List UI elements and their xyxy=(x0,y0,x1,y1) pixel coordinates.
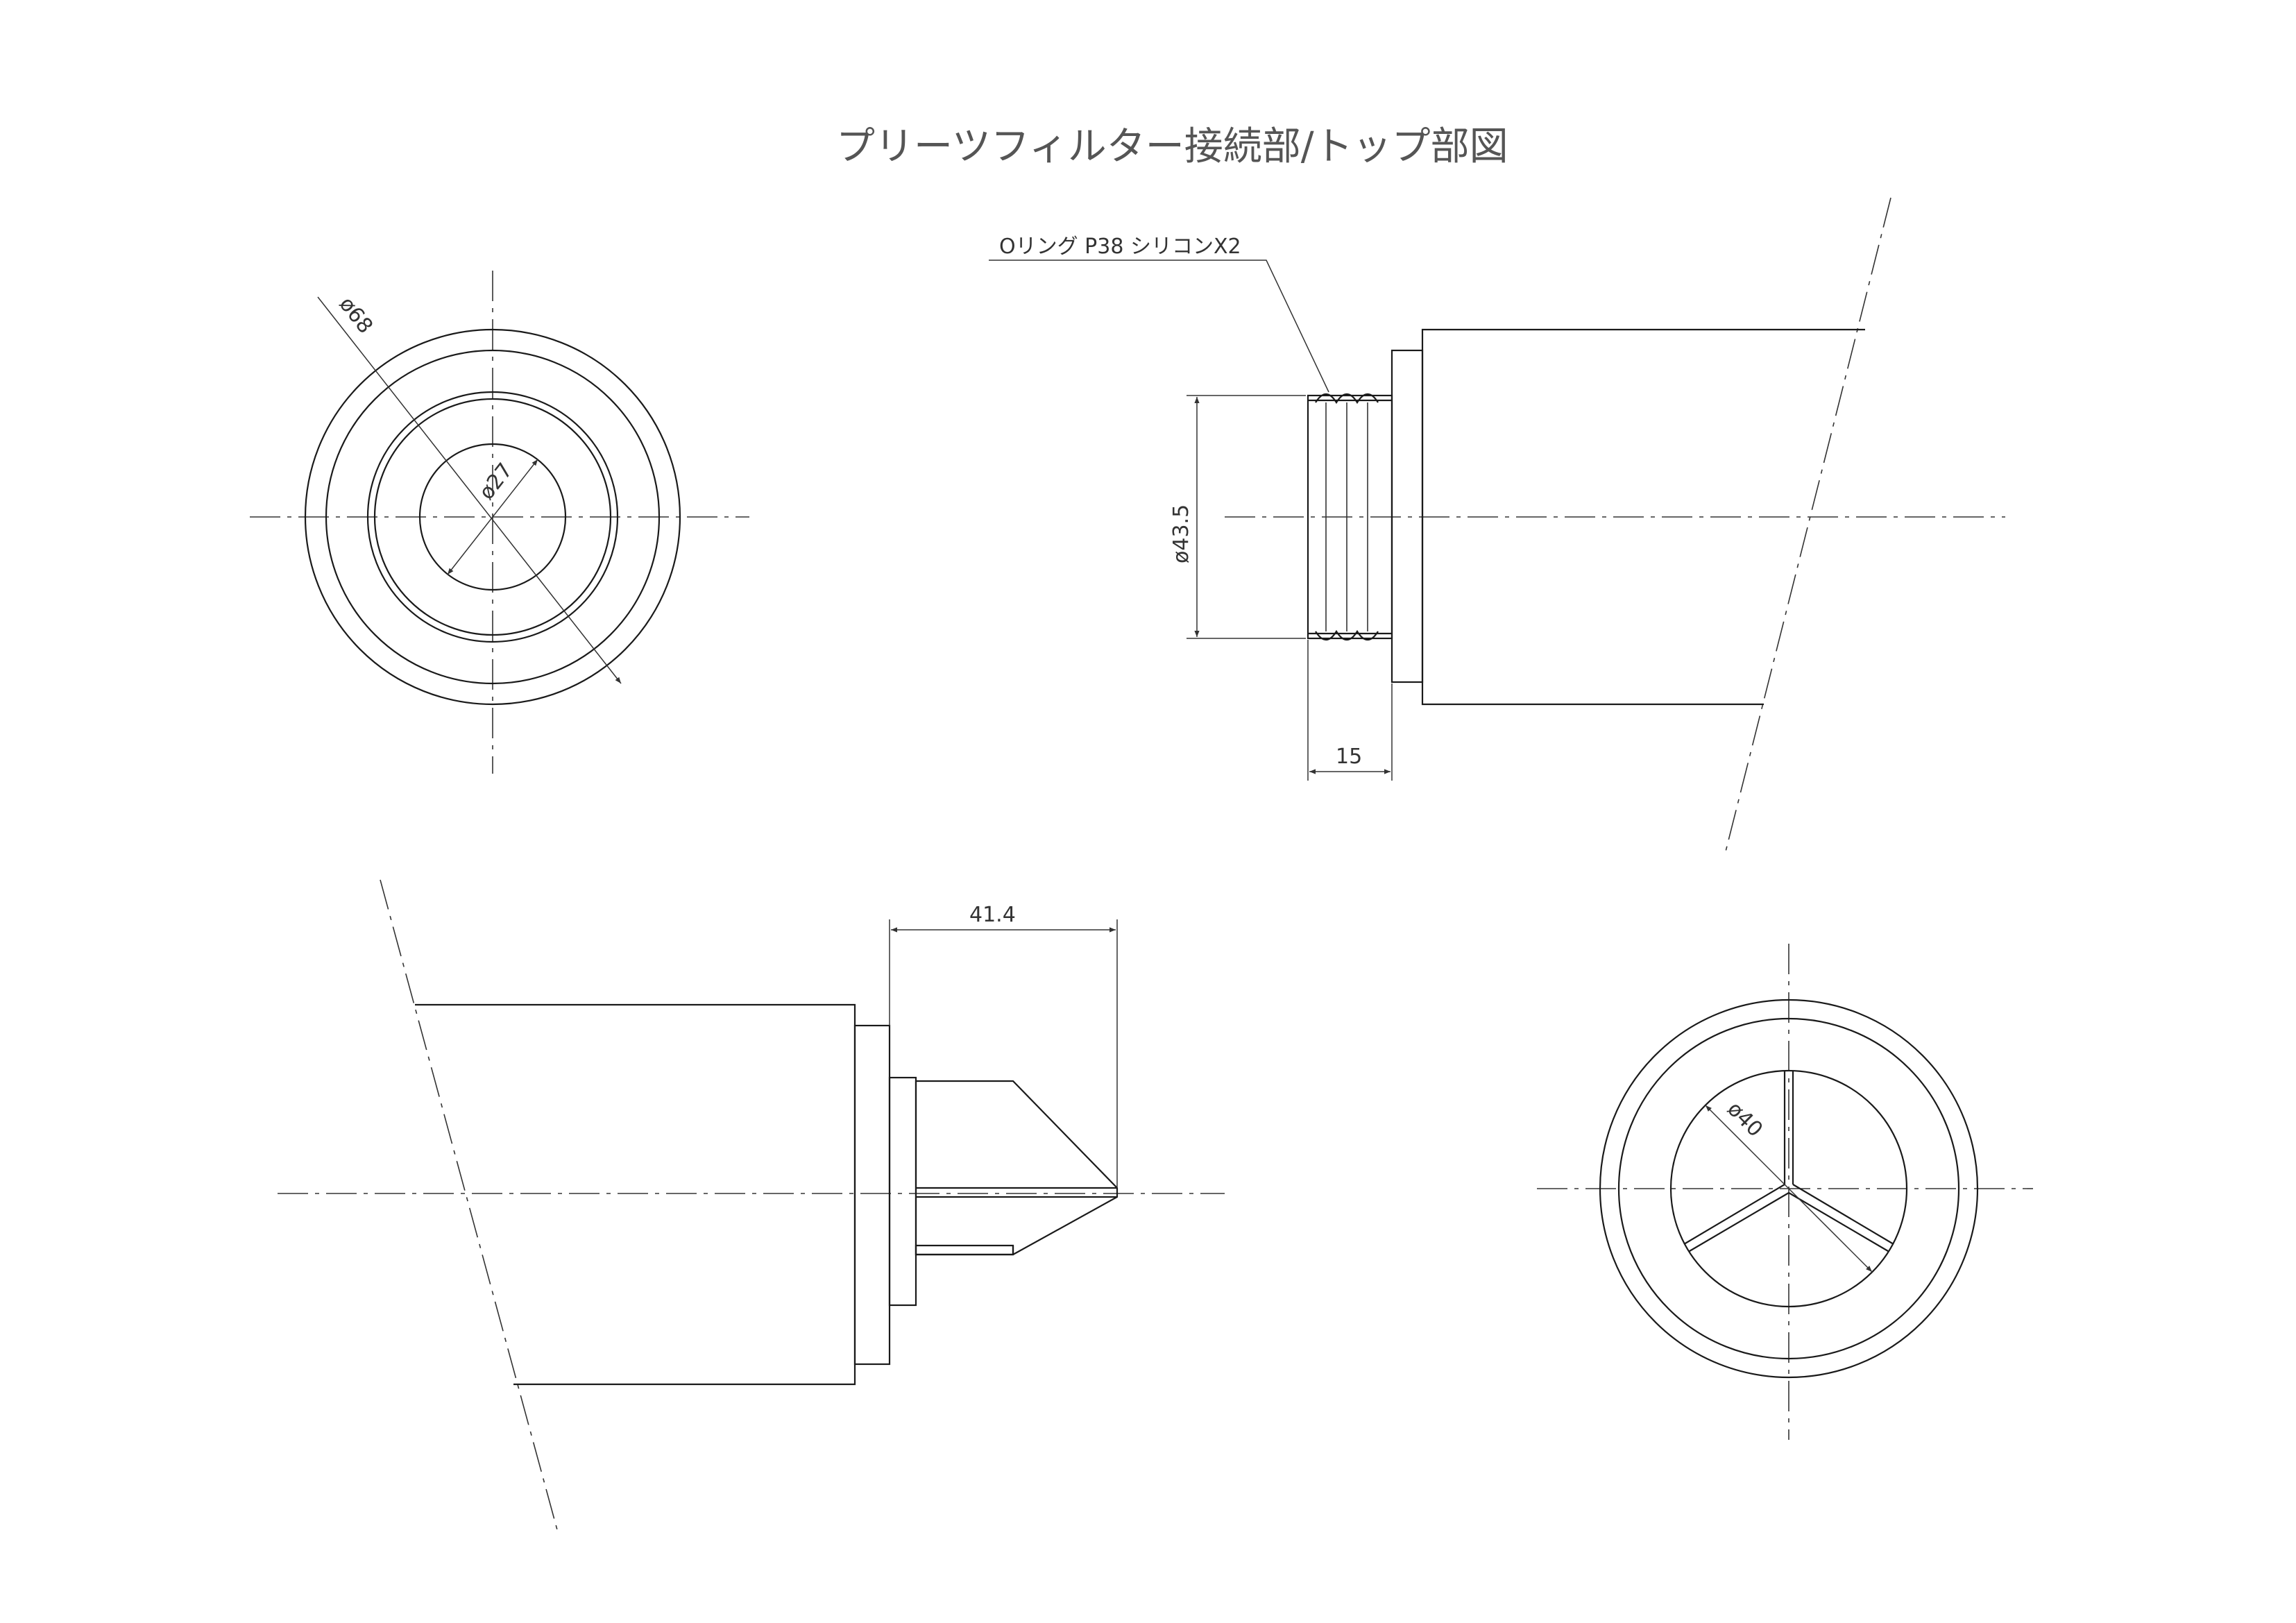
diameter-43-5-label: ø43.5 xyxy=(1169,504,1193,563)
stub xyxy=(888,1076,917,1307)
outer-circle xyxy=(304,328,681,706)
drawing-title: プリーツフィルター接続部/トップ部図 xyxy=(836,124,1508,169)
o-ring-callout: Oリング P38 シリコンX2 xyxy=(999,235,1241,259)
tip-rib xyxy=(915,1244,1014,1256)
o-ring-groove-top xyxy=(1315,393,1379,405)
flange xyxy=(1391,349,1424,683)
neck-inner-circle xyxy=(373,398,612,636)
diameter-40-leader xyxy=(1705,1105,1873,1273)
top-view: ø40 xyxy=(1537,944,2033,1440)
o-ring-groove-bottom xyxy=(1315,629,1379,641)
break-line xyxy=(1724,197,1891,858)
length-41-4-label: 41.4 xyxy=(969,903,1016,927)
conical-tip xyxy=(915,1080,1119,1256)
end-view-connector: ø68 ø27 xyxy=(250,271,749,774)
diameter-40-label: ø40 xyxy=(1722,1097,1767,1142)
flange xyxy=(853,1024,891,1366)
break-line xyxy=(380,879,559,1536)
side-view-connector: Oリング P38 シリコンX2 ø43.5 15 xyxy=(989,197,2005,858)
o-ring-callout-leader xyxy=(989,260,1329,393)
diameter-27-leader xyxy=(447,459,538,575)
bore-circle xyxy=(418,443,567,591)
body-outline xyxy=(415,1003,856,1386)
flange-circle xyxy=(325,349,661,685)
diameter-68-label: ø68 xyxy=(334,292,377,338)
length-15-label: 15 xyxy=(1336,745,1362,769)
flange-circle xyxy=(1617,1017,1960,1360)
side-view-top: 41.4 xyxy=(278,879,1225,1536)
diameter-27-label: ø27 xyxy=(475,459,518,504)
neck-outer-circle xyxy=(366,391,619,643)
bore-circle xyxy=(1669,1069,1908,1308)
diameter-68-leader xyxy=(317,296,622,684)
outer-circle xyxy=(1599,999,1979,1379)
